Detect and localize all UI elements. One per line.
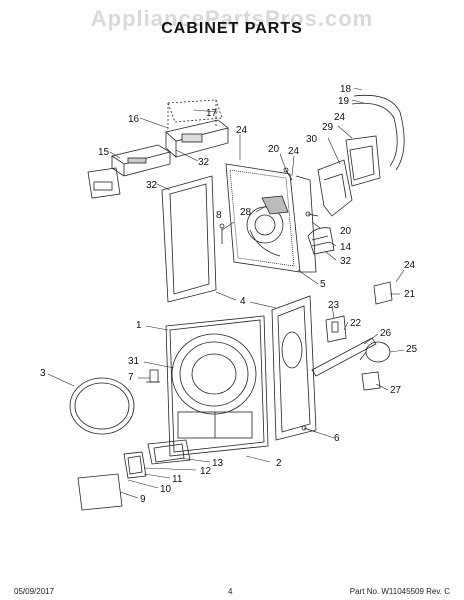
callout-31: 31 <box>128 356 140 367</box>
callout-20-upper: 20 <box>268 144 280 155</box>
callout-17: 17 <box>206 108 218 119</box>
part-32-side-panel <box>161 175 217 303</box>
part-30-air-duct <box>317 159 353 217</box>
callout-30: 30 <box>306 134 318 145</box>
callout-labels: 18 19 24 29 30 17 16 15 32 32 24 20 24 8… <box>40 84 418 505</box>
part-29-duct-cover <box>345 135 381 187</box>
part-16-control-bracket <box>165 119 229 158</box>
part-22-23-brackets <box>325 315 347 343</box>
console-panel <box>87 167 121 199</box>
callout-24-upper-center: 24 <box>236 125 248 136</box>
part-9-access-panel <box>77 473 123 511</box>
part-8-screw <box>219 223 225 244</box>
part-20-screw-upper <box>283 167 293 181</box>
callout-28: 28 <box>240 207 252 218</box>
callout-24-top-right: 24 <box>334 112 346 123</box>
callout-22: 22 <box>350 318 362 329</box>
callout-11: 11 <box>172 474 183 485</box>
part-3-door-gasket <box>69 377 135 435</box>
callout-4: 4 <box>240 296 246 307</box>
part-20-screw-lower <box>305 211 319 217</box>
callout-21: 21 <box>404 289 416 300</box>
callout-23: 23 <box>328 300 340 311</box>
callout-7: 7 <box>128 372 134 383</box>
callout-24-center: 24 <box>288 146 300 157</box>
part-5-rear-panel <box>225 163 317 273</box>
part-26-rail <box>311 337 377 377</box>
callout-32-left: 32 <box>146 180 158 191</box>
callout-18: 18 <box>340 84 352 95</box>
callout-25: 25 <box>406 344 418 355</box>
part-18-19-hoses <box>351 94 405 171</box>
page-title: CABINET PARTS <box>161 20 303 37</box>
part-25-thermostat <box>359 341 391 363</box>
callout-29: 29 <box>322 122 334 133</box>
callout-3: 3 <box>40 368 46 379</box>
callout-12: 12 <box>200 466 212 477</box>
footer-part-number: Part No. W11045509 Rev. C <box>349 587 450 596</box>
callout-27: 27 <box>390 385 402 396</box>
leader-lines <box>47 87 405 499</box>
part-12-11-10-filter-parts <box>123 451 147 479</box>
callout-19: 19 <box>338 96 350 107</box>
footer-page-number: 4 <box>228 587 233 596</box>
callout-15: 15 <box>98 147 110 158</box>
watermark: AppliancePartsPros.com <box>90 6 374 31</box>
part-7-latch <box>146 369 160 383</box>
part-21-bracket <box>373 281 393 305</box>
callout-24-right: 24 <box>404 260 416 271</box>
callout-5: 5 <box>320 279 326 290</box>
part-17-dashed-outline <box>167 99 223 130</box>
callout-10: 10 <box>160 484 172 495</box>
callout-16: 16 <box>128 114 140 125</box>
part-13-filter-housing <box>147 439 191 465</box>
part-28-wire-harness <box>249 195 289 257</box>
callout-26: 26 <box>380 328 392 339</box>
part-27-foot <box>361 371 381 391</box>
part-14-vent <box>307 227 335 255</box>
footer-date: 05/09/2017 <box>14 587 55 596</box>
part-6-screw <box>301 425 317 433</box>
callout-2: 2 <box>276 458 282 469</box>
callout-32-upper: 32 <box>198 157 210 168</box>
callout-32-right: 32 <box>340 256 352 267</box>
callout-20-lower: 20 <box>340 226 352 237</box>
part-4-side-panel <box>271 295 317 441</box>
callout-6: 6 <box>334 433 340 444</box>
callout-13: 13 <box>212 458 224 469</box>
part-15-console <box>111 144 172 177</box>
callout-9: 9 <box>140 494 146 505</box>
callout-1: 1 <box>136 320 142 331</box>
callout-8: 8 <box>216 210 222 221</box>
part-1-front-panel <box>165 315 269 457</box>
callout-14: 14 <box>340 242 352 253</box>
